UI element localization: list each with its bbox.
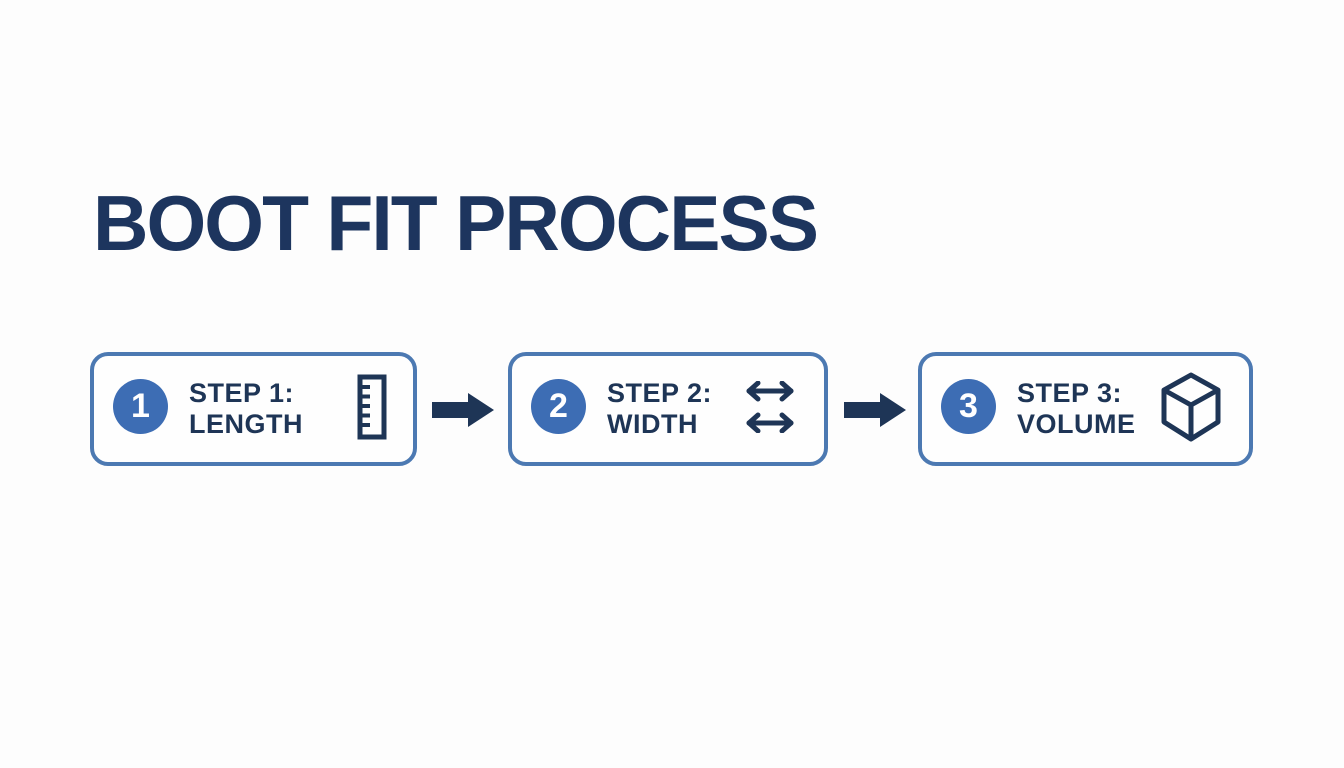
step-1-number-badge: 1 bbox=[113, 378, 168, 434]
step-1-number: 1 bbox=[131, 386, 150, 425]
width-arrows-icon bbox=[742, 381, 798, 433]
step-3-label-line2: VOLUME bbox=[1017, 409, 1136, 439]
step-2-number: 2 bbox=[549, 386, 568, 425]
step-3-label-line1: STEP 3: bbox=[1017, 378, 1123, 408]
step-2-label-line2: WIDTH bbox=[607, 409, 698, 439]
arrow-step1-to-step2 bbox=[432, 393, 494, 427]
arrow-step2-to-step3 bbox=[844, 393, 906, 427]
step-3-box: 3 STEP 3: VOLUME bbox=[918, 352, 1253, 466]
step-2-box: 2 STEP 2: WIDTH bbox=[508, 352, 828, 466]
page-title: BOOT FIT PROCESS bbox=[93, 179, 819, 267]
ruler-icon bbox=[357, 374, 387, 440]
step-1-box: 1 STEP 1: LENGTH bbox=[90, 352, 417, 466]
cube-icon bbox=[1159, 371, 1223, 443]
step-1-label-line1: STEP 1: bbox=[189, 378, 295, 408]
step-1-label-line2: LENGTH bbox=[189, 409, 303, 439]
step-2-label: STEP 2: WIDTH bbox=[607, 378, 712, 440]
step-3-label: STEP 3: VOLUME bbox=[1017, 378, 1136, 440]
step-3-number: 3 bbox=[959, 386, 978, 425]
step-3-number-badge: 3 bbox=[941, 378, 996, 434]
step-2-label-line1: STEP 2: bbox=[607, 378, 713, 408]
step-1-label: STEP 1: LENGTH bbox=[189, 378, 303, 440]
step-2-number-badge: 2 bbox=[531, 378, 586, 434]
